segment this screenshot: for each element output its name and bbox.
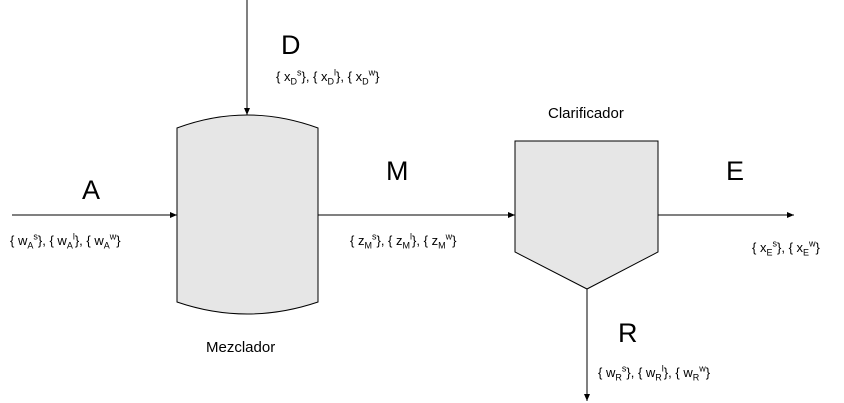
variable-symbol: z (396, 233, 403, 248)
variable-symbol: z (357, 233, 365, 248)
stream-subscript: A (103, 240, 110, 251)
stream-a-composition: { wAs}, { wAl}, { wAw} (10, 231, 121, 251)
phase-superscript: l (334, 67, 337, 78)
phase-superscript: w (368, 67, 376, 78)
variable-symbol: w (645, 365, 656, 380)
phase-superscript: w (699, 363, 706, 374)
stream-e-composition: { xEs}, { xEw} (752, 238, 820, 258)
phase-superscript: w (445, 231, 453, 242)
variable-symbol: x (283, 69, 291, 84)
stream-r-composition: { wRs}, { wRl}, { wRw} (598, 363, 711, 383)
stream-subscript: E (766, 247, 773, 258)
variable-symbol: w (94, 233, 104, 248)
stream-subscript: M (438, 240, 446, 251)
stream-d-composition: { xDs}, { xDl}, { xDw} (276, 67, 380, 87)
phase-superscript: l (410, 231, 413, 242)
stream-subscript: A (66, 240, 73, 251)
variable-symbol: w (605, 365, 616, 380)
stream-subscript: D (362, 76, 369, 87)
phase-superscript: s (371, 231, 377, 242)
stream-subscript: R (655, 372, 662, 383)
stream-subscript: R (615, 372, 622, 383)
variable-symbol: w (683, 365, 693, 380)
stream-m-label: M (386, 156, 409, 186)
stream-subscript: D (290, 76, 297, 87)
phase-superscript: s (772, 238, 777, 249)
phase-superscript: s (33, 231, 38, 242)
mixer-label: Mezclador (206, 339, 276, 356)
variable-symbol: x (321, 69, 328, 84)
phase-superscript: l (72, 231, 75, 242)
stream-subscript: A (27, 240, 34, 251)
stream-r-label: R (618, 318, 638, 348)
phase-superscript: w (109, 231, 117, 242)
stream-subscript: D (327, 76, 335, 87)
mixer-vessel (176, 114, 319, 315)
clarifier-vessel (514, 140, 659, 290)
variable-symbol: z (431, 233, 439, 248)
variable-symbol: x (355, 69, 363, 84)
variable-symbol: x (796, 240, 804, 255)
stream-subscript: R (692, 372, 700, 383)
stream-subscript: E (803, 247, 810, 258)
variable-symbol: w (17, 233, 28, 248)
stream-subscript: M (364, 240, 372, 251)
phase-superscript: l (661, 363, 664, 374)
stream-subscript: M (402, 240, 411, 251)
stream-e-label: E (726, 156, 745, 186)
stream-m-composition: { zMs}, { zMl}, { zMw} (350, 231, 457, 251)
stream-a-label: A (82, 175, 101, 205)
clarifier-label: Clarificador (548, 105, 624, 122)
variable-symbol: w (57, 233, 67, 248)
stream-d-label: D (281, 30, 301, 60)
phase-superscript: w (809, 238, 816, 249)
phase-superscript: s (296, 67, 302, 78)
phase-superscript: s (621, 363, 627, 374)
variable-symbol: x (759, 240, 767, 255)
